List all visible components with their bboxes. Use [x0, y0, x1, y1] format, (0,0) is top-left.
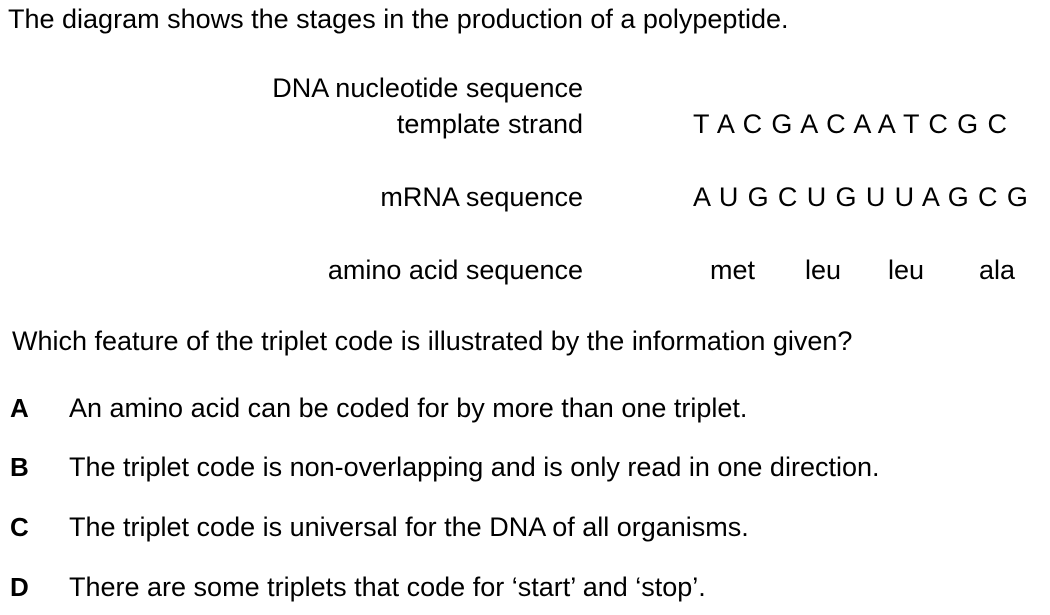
option-text: There are some triplets that code for ‘s… — [69, 572, 706, 602]
question-text: Which feature of the triplet code is ill… — [12, 326, 853, 356]
option-letter: C — [10, 512, 29, 542]
amino-acid-3: leu — [888, 255, 925, 285]
mrna-sequence: A U G C U G U U A G C G — [693, 182, 1029, 212]
dna-sequence: T A C G A C A A T C G C — [693, 109, 1008, 139]
amino-acid-2: leu — [805, 255, 842, 285]
amino-acid-1: met — [710, 255, 756, 285]
amino-acid-4: ala — [979, 255, 1016, 285]
amino-acid-label: amino acid sequence — [327, 255, 583, 285]
dna-label-line2: template strand — [396, 109, 583, 139]
mrna-label: mRNA sequence — [380, 182, 583, 212]
option-text: The triplet code is non-overlapping and … — [69, 452, 880, 482]
option-letter: B — [10, 452, 29, 482]
intro-text: The diagram shows the stages in the prod… — [8, 4, 789, 34]
option-text: An amino acid can be coded for by more t… — [69, 393, 748, 423]
dna-label-line1: DNA nucleotide sequence — [272, 73, 583, 103]
option-letter: D — [10, 572, 29, 602]
option-letter: A — [10, 393, 29, 423]
option-text: The triplet code is universal for the DN… — [69, 512, 749, 542]
